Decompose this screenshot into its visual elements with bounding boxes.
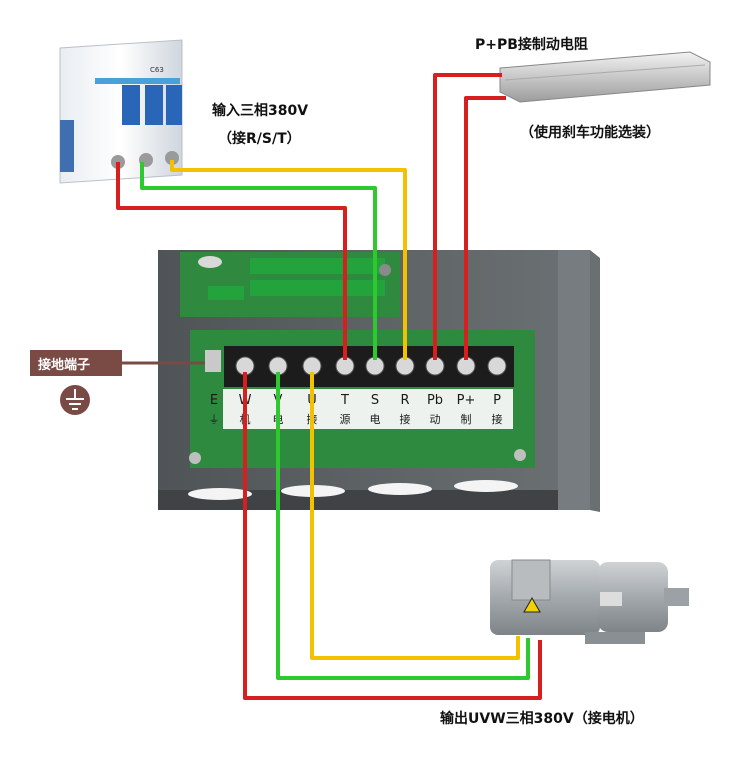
- brake-resistor-title: P+PB接制动电阻: [475, 37, 588, 53]
- cable-hole-4: [454, 480, 518, 492]
- breaker-handle-1: [122, 85, 140, 125]
- terminal-letter: P: [493, 393, 501, 408]
- motor-nameplate: [600, 592, 622, 606]
- control-screw: [379, 264, 391, 276]
- pcb-screw-left: [189, 452, 201, 464]
- motor-terminal-box: [511, 559, 551, 601]
- terminal-sub-label: ⏚: [209, 413, 220, 426]
- input-note: （接R/S/T）: [218, 131, 301, 147]
- circuit-breaker: C63: [59, 39, 183, 184]
- terminal-sub-label: 电: [370, 413, 381, 426]
- wire-red-resistor-1: [433, 73, 502, 360]
- terminal-sub-label: 制: [461, 413, 472, 426]
- resistor-fin: [504, 64, 706, 81]
- enclosure-side: [558, 250, 590, 510]
- terminal-sub-label: 动: [430, 413, 441, 426]
- brake-resistor: [499, 51, 711, 103]
- motor: [490, 559, 689, 644]
- wire-yellow-input: [170, 160, 407, 360]
- control-terminal-row-1: [250, 258, 385, 274]
- control-board-badge: [198, 256, 222, 268]
- enclosure-bottom: [158, 490, 558, 510]
- warning-sign: [523, 596, 541, 613]
- breaker-handle-2: [145, 85, 163, 125]
- terminal-sub-label: 接: [400, 413, 411, 426]
- input-title: 输入三相380V: [212, 103, 309, 119]
- breaker-side-clip: [60, 120, 74, 172]
- terminal-letter: Pb: [427, 393, 443, 408]
- cable-hole-3: [368, 483, 432, 495]
- brake-resistor-note: （使用刹车功能选装）: [520, 125, 660, 141]
- wire-yellow-output: [310, 372, 520, 660]
- terminal-screw: [487, 356, 507, 376]
- terminal-letter: R: [400, 393, 409, 408]
- terminal-legend-plate: [221, 387, 515, 431]
- wire-green-output: [276, 372, 530, 680]
- ground-badge: [30, 350, 122, 376]
- terminal-letter: P+: [457, 393, 476, 408]
- terminal-sub-label: 源: [340, 412, 351, 426]
- output-label: 输出UVW三相380V（接电机）: [440, 711, 644, 727]
- motor-foot: [585, 632, 645, 644]
- resistor-body: [499, 51, 711, 103]
- ground-terminal-plate: [205, 350, 221, 372]
- terminal-letter: E: [210, 393, 218, 408]
- wire-red-resistor-2: [464, 96, 506, 360]
- wire-red-input: [116, 162, 347, 360]
- ground-label: 接地端子: [38, 358, 91, 373]
- terminal-sub-label: 接: [492, 413, 503, 426]
- breaker-rating: C63: [150, 66, 164, 74]
- terminal-letter: S: [371, 393, 379, 408]
- control-terminal-small: [208, 286, 244, 300]
- enclosure-edge: [590, 250, 600, 512]
- gearbox: [598, 562, 668, 632]
- ground-terminal-label: [30, 350, 205, 415]
- control-terminal-row-2: [250, 280, 385, 296]
- breaker-stripe: [95, 78, 180, 84]
- breaker-handle-3: [166, 85, 182, 125]
- cable-hole-1: [188, 488, 252, 500]
- wire-red-output: [243, 372, 542, 700]
- control-board: [180, 252, 400, 317]
- wire-green-input: [140, 162, 377, 360]
- terminal-letter: T: [340, 393, 349, 408]
- breaker-terminal-3: [165, 151, 179, 165]
- wires: [116, 73, 542, 700]
- pcb-screw-right: [514, 449, 526, 461]
- motor-shaft: [664, 588, 689, 606]
